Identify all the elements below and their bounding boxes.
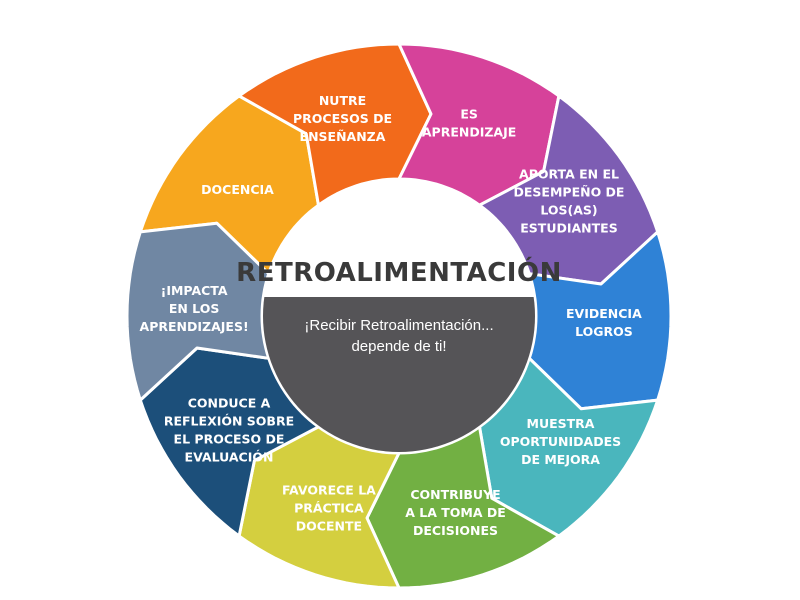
segment-aporta: APORTA EN EL DESEMPEÑO DE LOS(AS) ESTUDIANT… <box>478 94 660 286</box>
segment-label-line: LOGROS <box>575 324 633 339</box>
segment-label-line: ¡IMPACTA <box>161 283 228 298</box>
segment-label-line: DOCENTE <box>296 519 362 534</box>
segment-arrow-impacta <box>125 221 271 402</box>
segment-label-line: OPORTUNIDADES <box>500 434 621 449</box>
segment-impacta: ¡IMPACTA EN LOS APRENDIZAJES! <box>125 221 271 402</box>
segment-label-nutre: NUTRE PROCESOS DE ENSEÑANZA <box>293 93 392 144</box>
segment-label-line: EVIDENCIA <box>566 306 642 321</box>
segment-label-line: EVALUACIÓN <box>185 450 274 465</box>
segment-evidencia: EVIDENCIA LOGROS <box>527 230 673 411</box>
segment-label-line: CONDUCE A <box>188 396 271 411</box>
segment-label-aprendizaje: ES APRENDIZAJE <box>422 106 516 139</box>
segment-label-line: FAVORECE LA <box>282 483 376 498</box>
segment-label-line: DESEMPEÑO DE <box>514 184 625 199</box>
center-title: RETROALIMENTACIÓN <box>236 256 562 288</box>
segment-label-line: APRENDIZAJES! <box>140 319 249 334</box>
segment-label-line: DOCENCIA <box>201 182 274 197</box>
segment-label-aporta: APORTA EN EL DESEMPEÑO DE LOS(AS) ESTUDIANT… <box>514 166 625 235</box>
segment-label-line: EL PROCESO DE <box>174 432 285 447</box>
segment-label-line: DECISIONES <box>413 523 498 538</box>
segment-label-line: PRÁCTICA <box>294 501 364 516</box>
segment-label-docencia: DOCENCIA <box>201 182 274 197</box>
segment-label-line: MUESTRA <box>527 416 595 431</box>
segment-label-line: ENSEÑANZA <box>300 129 386 144</box>
segment-label-line: NUTRE <box>319 93 366 108</box>
segment-label-impacta: ¡IMPACTA EN LOS APRENDIZAJES! <box>140 283 249 334</box>
center-subtitle-line1: ¡Recibir Retroalimentación... <box>304 317 493 334</box>
segment-label-muestra: MUESTRA OPORTUNIDADES DE MEJORA <box>500 416 621 467</box>
segment-label-line: CONTRIBUYE <box>410 487 500 502</box>
segment-docencia: DOCENCIA <box>138 94 320 276</box>
segment-aprendizaje: ES APRENDIZAJE <box>397 42 561 207</box>
segment-label-line: DE MEJORA <box>521 452 600 467</box>
segment-label-evidencia: EVIDENCIA LOGROS <box>566 306 642 339</box>
segment-label-line: A LA TOMA DE <box>405 505 506 520</box>
segment-label-line: ESTUDIANTES <box>520 220 617 235</box>
center-subtitle-line2: depende de ti! <box>351 338 446 355</box>
segment-label-line: REFLEXIÓN SOBRE <box>164 414 294 429</box>
segment-label-conduce: CONDUCE A REFLEXIÓN SOBRE EL PROCESO DE EVA… <box>164 396 294 465</box>
segment-label-line: PROCESOS DE <box>293 111 392 126</box>
segment-label-line: APORTA EN EL <box>519 166 619 181</box>
center-circle: RETROALIMENTACIÓN ¡Recibir Retroalimenta… <box>236 180 562 452</box>
segment-label-line: LOS(AS) <box>540 202 597 217</box>
segment-label-contribuye: CONTRIBUYE A LA TOMA DE DECISIONES <box>405 487 506 538</box>
segment-conduce: CONDUCE A REFLEXIÓN SOBRE EL PROCESO DE EVA… <box>138 346 320 538</box>
segments-layer: DOCENCIA NUTRE PROCESOS DE ENSEÑANZA ES APREN… <box>125 42 673 590</box>
segment-label-line: APRENDIZAJE <box>422 124 516 139</box>
segment-label-line: ES <box>460 106 478 121</box>
segment-muestra: MUESTRA OPORTUNIDADES DE MEJORA <box>478 356 660 538</box>
segment-favorece: FAVORECE LA PRÁCTICA DOCENTE <box>237 425 401 590</box>
segment-label-line: EN LOS <box>169 301 220 316</box>
segment-label-favorece: FAVORECE LA PRÁCTICA DOCENTE <box>282 483 376 534</box>
